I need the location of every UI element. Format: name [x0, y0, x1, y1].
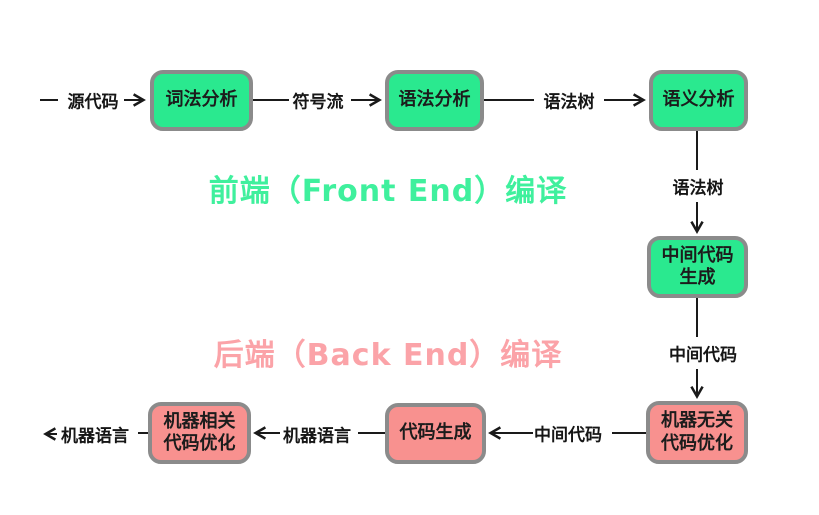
node-machine-independent-optimization: 机器无关 代码优化 — [646, 401, 748, 464]
node-syntax-analysis: 语法分析 — [385, 70, 484, 131]
edge-label-syntax-tree-right: 语法树 — [672, 178, 724, 199]
edge-label-token-stream: 符号流 — [292, 92, 344, 113]
edge-label-machine-language-left: 机器语言 — [61, 426, 129, 447]
node-machine-dependent-optimization: 机器相关 代码优化 — [148, 402, 251, 464]
node-code-generation: 代码生成 — [385, 403, 486, 464]
back-end-section-title: 后端（Back End）编译 — [213, 338, 563, 373]
edge-label-syntax-tree-top: 语法树 — [543, 92, 595, 113]
edge-label-intermediate-code-right: 中间代码 — [669, 345, 737, 366]
node-semantic-analysis: 语义分析 — [649, 70, 748, 131]
front-end-section-title: 前端（Front End）编译 — [208, 174, 568, 209]
node-intermediate-code-generation: 中间代码 生成 — [647, 236, 748, 298]
node-lexical-analysis: 词法分析 — [150, 70, 253, 131]
edge-label-machine-language-mid: 机器语言 — [283, 426, 351, 447]
edge-label-intermediate-code-bottom: 中间代码 — [534, 425, 602, 446]
edge-label-source-code: 源代码 — [67, 92, 119, 113]
